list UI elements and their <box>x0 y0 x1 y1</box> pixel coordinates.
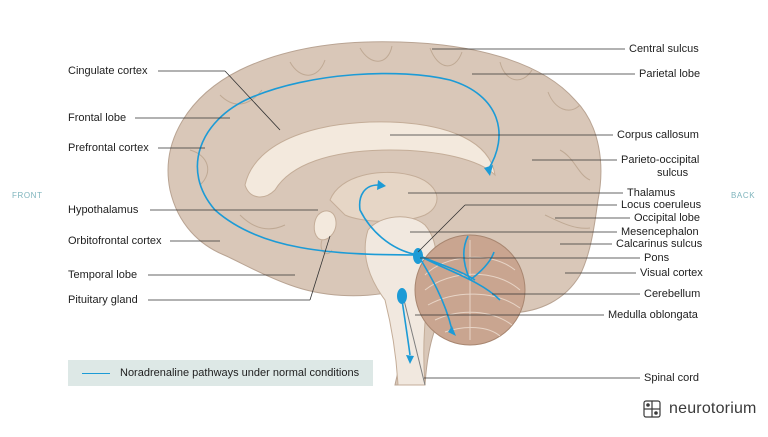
label-temporal-lobe: Temporal lobe <box>68 269 137 282</box>
legend-text: Noradrenaline pathways under normal cond… <box>120 367 359 379</box>
brand-name: neurotorium <box>669 400 757 418</box>
label-spinal-cord: Spinal cord <box>644 372 699 385</box>
label-pons: Pons <box>644 252 669 265</box>
brand-logo: neurotorium <box>641 396 757 422</box>
cerebellum-shape <box>415 235 525 345</box>
legend-pathway-line <box>82 373 110 374</box>
label-visual-cortex: Visual cortex <box>640 267 703 280</box>
label-cerebellum: Cerebellum <box>644 288 700 301</box>
direction-front: FRONT <box>12 191 43 200</box>
label-occipital-lobe: Occipital lobe <box>634 212 700 225</box>
label-frontal-lobe: Frontal lobe <box>68 112 126 125</box>
label-central-sulcus: Central sulcus <box>629 43 699 56</box>
label-calcarinus-sulcus: Calcarinus sulcus <box>616 238 702 251</box>
label-prefrontal-cortex: Prefrontal cortex <box>68 142 149 155</box>
direction-back: BACK <box>731 191 755 200</box>
label-hypothalamus: Hypothalamus <box>68 204 138 217</box>
label-locus-coeruleus: Locus coeruleus <box>621 199 701 212</box>
label-medulla-oblongata: Medulla oblongata <box>608 309 698 322</box>
label-parieto-occipital-sulcus: sulcus <box>657 167 688 180</box>
label-corpus-callosum: Corpus callosum <box>617 129 699 142</box>
locus-coeruleus-nucleus <box>413 248 423 264</box>
label-orbitofrontal-cortex: Orbitofrontal cortex <box>68 235 162 248</box>
medulla-nucleus <box>397 288 407 304</box>
label-parieto-occipital: Parieto-occipital <box>621 154 699 167</box>
label-pituitary-gland: Pituitary gland <box>68 294 138 307</box>
legend: Noradrenaline pathways under normal cond… <box>68 360 373 386</box>
label-parietal-lobe: Parietal lobe <box>639 68 700 81</box>
label-cingulate-cortex: Cingulate cortex <box>68 65 148 78</box>
neurotorium-logo-icon <box>641 398 663 420</box>
